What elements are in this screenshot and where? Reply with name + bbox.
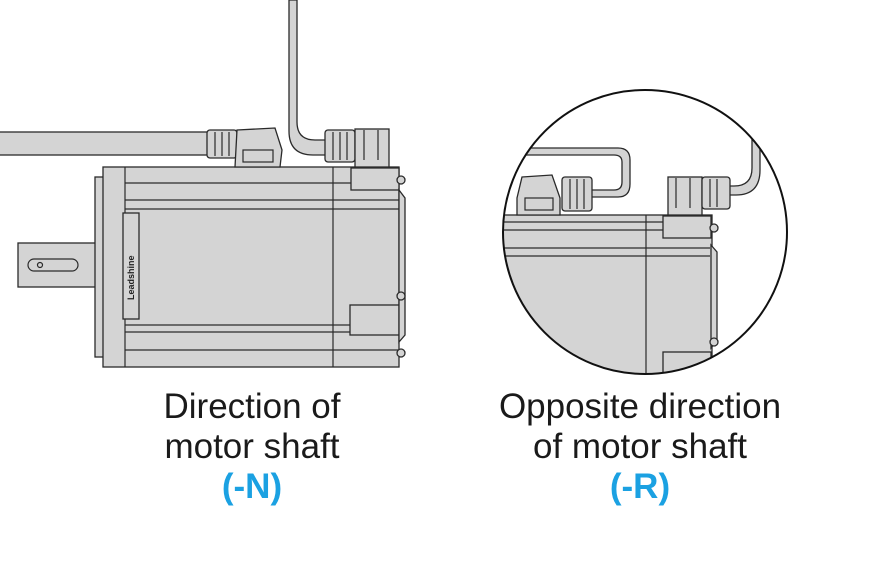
opposite-direction-detail [502, 89, 788, 375]
motor-shaft [17, 242, 105, 288]
right-caption-line2: of motor shaft [533, 427, 747, 466]
power-cable [0, 131, 211, 156]
left-caption: Direction of motor shaft (-N) [102, 387, 402, 507]
motor-shaft-direction-view: Leadshine [0, 0, 406, 368]
right-caption: Opposite direction of motor shaft (-R) [460, 387, 820, 507]
left-caption-line2: motor shaft [164, 427, 340, 466]
right-caption-line1: Opposite direction [498, 387, 782, 426]
svg-text:Leadshine: Leadshine [126, 255, 136, 300]
encoder-connector [324, 128, 390, 168]
motor-body [102, 166, 400, 368]
right-direction-code: (-R) [609, 467, 671, 506]
logo-plate [122, 212, 140, 320]
power-connector [206, 127, 283, 168]
left-direction-code: (-N) [221, 467, 283, 506]
left-caption-line1: Direction of [163, 387, 341, 426]
